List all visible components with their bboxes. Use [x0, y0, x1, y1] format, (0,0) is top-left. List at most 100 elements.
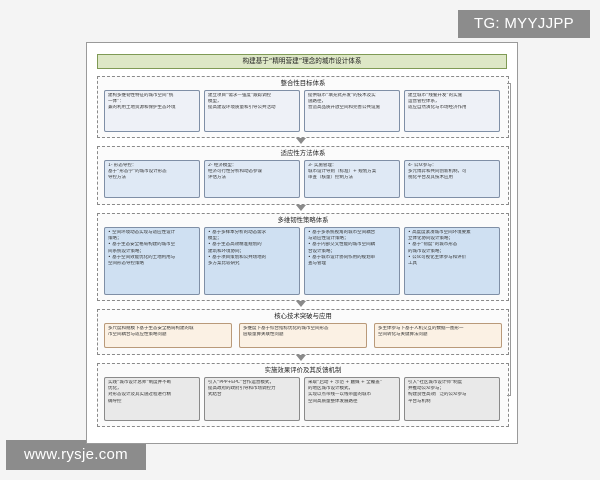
section-evaluation: 实施效果评价及其反馈机制 实践“城市设计总师”制度并不断 优化， 对形态设计及其…: [97, 363, 509, 427]
method-line: 基于“形态学”的城市设计形态: [108, 169, 167, 175]
strategy-line: 模型；: [208, 236, 222, 242]
eval-line: 引入“社区城市设计师”制度: [408, 380, 463, 385]
method-box-1: 1- 形态导控： 基于“形态学”的城市设计形态 导控方法: [104, 160, 200, 198]
eval-line: 实践“城市设计总师”制度并不断: [108, 380, 172, 385]
goal-line: 一体”：: [108, 99, 124, 105]
strategy-line: • 基于生态安全格局构建的城市空: [108, 242, 176, 248]
eval-line: 确导控: [108, 398, 122, 404]
eval-line: 对形态设计及其实施过程进行精: [108, 392, 171, 398]
strategy-line: 与适应性设计策略；: [308, 236, 349, 242]
goal-line: 提高建设环境质量和引导公共活动: [208, 105, 276, 111]
strategy-box-3: • 基于多系统视角的城市空间耦合 与适应性设计策略； • 基于内部交叉性能的城市…: [304, 227, 400, 295]
section-core-tech: 核心技术突破与应用 多尺度和规模下基于生态安全格局构建的城 市空间耦合与适应性策…: [97, 309, 509, 355]
eval-line: 优化，: [108, 386, 122, 392]
tech-box-2: 多维度下基于综合指标优化的城市空间形态 层级量算关联性问题: [239, 323, 367, 348]
goal-line: 建构多维韧性特征的城市空间“统: [108, 93, 174, 98]
strategy-line: • 基于内部交叉性能的城市空间耦: [308, 242, 376, 248]
strategy-line: 立体化协同设计策略；: [408, 236, 453, 242]
strategy-line: • 基于多系统视角的城市空间耦合: [308, 230, 376, 235]
tech-line: 多维度下基于综合指标优化的城市空间形态: [243, 326, 329, 331]
method-line: 1- 形态导控：: [108, 163, 137, 168]
tech-box-1: 多尺度和规模下基于生态安全格局构建的城 市空间耦合与适应性策略问题: [104, 323, 232, 348]
strategy-line: • 基于城市设计协同作用的规划审: [308, 254, 376, 260]
strategy-line: 的城市设计策略；: [408, 248, 444, 254]
section-title: 整合性目标体系: [280, 79, 326, 87]
goal-box-2: 建立项目“需求—强度”跟踪调控 模型， 提高建设环境质量和引导公共活动: [204, 90, 300, 132]
eval-line: 空间高质量整体发展路径: [308, 398, 358, 404]
arrow-down-icon: [296, 355, 306, 361]
feedback-line: [507, 395, 511, 396]
method-box-4: 4- 公众参与： 多元博弈和共同创新机制，可 视化平台及其技术应用: [404, 160, 500, 198]
eval-box-2: 引入“PPP+EPC”合作运营模式， 提高政府的政府引导和市场调控力 式结合: [204, 377, 300, 421]
strategy-line: • 公众可视化主体参与和评价: [408, 254, 467, 260]
goal-box-3: 提供城市“填充式开发”的技术及实 施路径， 营造高品质开放空间和完善公共设施: [304, 90, 400, 132]
eval-line: 的地区城市设计模式，: [308, 386, 353, 392]
diagram-title: 构建基于“精明营建”理念的城市设计体系: [97, 54, 507, 69]
strategy-line: 间系统设计策略；: [108, 248, 144, 254]
eval-line: 式结合: [208, 392, 222, 398]
method-line: 经济可行性分析和动态参谋: [208, 169, 262, 175]
strategy-line: • 基于多样本分析的动态需求: [208, 230, 267, 235]
strategy-line: • 基于空间效能优化的土地利用与: [108, 254, 176, 260]
eval-box-4: 引入“社区城市设计师”制度 并推动公众参与； 构建良性高效广泛的公众参与 平台与…: [404, 377, 500, 421]
strategy-line: 建筑和环境协同；: [208, 248, 244, 254]
method-line: 4- 公众参与：: [408, 163, 437, 168]
eval-line: 采取“启动 + 示范 + 触媒 + 全覆盖”: [308, 380, 383, 385]
strategy-line: • 空间环境动态实现与适应性设计: [108, 230, 176, 235]
strategy-line: 查与管理: [308, 261, 326, 267]
strategy-line: 多方案比较研究: [208, 261, 240, 267]
strategy-line: 工具: [408, 261, 417, 267]
watermark-bottom: www.rysje.com: [6, 440, 146, 470]
goal-line: 适应自然演化与市场经济作用: [408, 105, 467, 111]
method-box-2: 2- 经济模型： 经济可行性分析和动态参谋 评估方法: [204, 160, 300, 198]
eval-box-3: 采取“启动 + 示范 + 触媒 + 全覆盖” 的地区城市设计模式， 实现以点带线…: [304, 377, 400, 421]
section-title: 适应性方法体系: [280, 149, 326, 157]
strategy-line: 空间形态导控策略: [108, 261, 144, 267]
strategy-line: 策略；: [108, 236, 122, 242]
tech-line: 空间转化与关键算法问题: [378, 332, 428, 338]
section-title: 核心技术突破与应用: [274, 312, 332, 320]
strategy-box-2: • 基于多样本分析的动态需求 模型； • 基于生态高效精准规划的 建筑和环境协同…: [204, 227, 300, 295]
section-goals: 整合性目标体系 建构多维韧性特征的城市空间“统 一体”： 兼的利用土地资源和保护…: [97, 76, 509, 138]
method-line: 2- 经济模型：: [208, 163, 237, 168]
arrow-down-icon: [296, 138, 306, 144]
feedback-line: [507, 83, 511, 84]
arrow-down-icon: [296, 205, 306, 211]
eval-box-1: 实践“城市设计总师”制度并不断 优化， 对形态设计及其实施过程进行精 确导控: [104, 377, 200, 421]
goal-line: 运营管控体系，: [408, 99, 440, 105]
strategy-line: 合设计策略；: [308, 248, 335, 254]
tech-line: 市空间耦合与适应性策略问题: [108, 332, 167, 338]
method-line: 3- 实施管理：: [308, 163, 337, 168]
eval-line: 实现以点带线—以线带面的城市: [308, 392, 371, 398]
goal-line: 施路径，: [308, 99, 326, 105]
top-margin: [0, 0, 600, 10]
feedback-line: [510, 83, 511, 395]
strategy-line: • 基于生态高效精准规划的: [208, 242, 262, 248]
strategy-box-4: • 高度度紧凑城市空间环境要素 立体化协同设计策略； • 基于“韧度”的城市形态…: [404, 227, 500, 295]
strategy-line: • 高度度紧凑城市空间环境要素: [408, 230, 471, 235]
goal-line: 建立项目“需求—强度”跟踪调控: [208, 93, 272, 98]
eval-line: 构建良性高效广泛的公众参与: [408, 392, 467, 398]
section-strategies: 多维韧性策略体系 • 空间环境动态实现与适应性设计 策略； • 基于生态安全格局…: [97, 213, 509, 301]
goal-line: 建立城市“线警开发”的实施: [408, 93, 463, 98]
goal-box-1: 建构多维韧性特征的城市空间“统 一体”： 兼的利用土地资源和保护生态环境: [104, 90, 200, 132]
goal-line: 模型，: [208, 99, 222, 105]
method-line: 评估方法: [208, 175, 226, 181]
method-box-3: 3- 实施管理： 城市设计导则（标准）+ 规划方案 审查（核量）控制方法: [304, 160, 400, 198]
eval-line: 引入“PPP+EPC”合作运营模式，: [208, 380, 274, 385]
method-line: 视化平台及其技术应用: [408, 175, 453, 181]
goal-line: 兼的利用土地资源和保护生态环境: [108, 105, 176, 111]
eval-line: 并推动公众参与；: [408, 386, 444, 392]
eval-line: 提高政府的政府引导和市场调控力: [208, 386, 276, 392]
section-title: 实施效果评价及其反馈机制: [264, 366, 342, 374]
goal-line: 提供城市“填充式开发”的技术及实: [308, 93, 376, 98]
strategy-line: • 基于“韧度”的城市形态: [408, 242, 458, 248]
method-line: 多元博弈和共同创新机制，可: [408, 169, 467, 175]
method-line: 城市设计导则（标准）+ 规划方案: [308, 169, 377, 175]
goal-box-4: 建立城市“线警开发”的实施 运营管控体系， 适应自然演化与市场经济作用: [404, 90, 500, 132]
section-methods: 适应性方法体系 1- 形态导控： 基于“形态学”的城市设计形态 导控方法 2- …: [97, 146, 509, 205]
strategy-line: • 基于项目策划和公共场地的: [208, 254, 267, 260]
method-line: 审查（核量）控制方法: [308, 175, 353, 181]
eval-line: 平台与机制: [408, 398, 431, 404]
tech-line: 多尺度和规模下基于生态安全格局构建的城: [108, 326, 194, 331]
